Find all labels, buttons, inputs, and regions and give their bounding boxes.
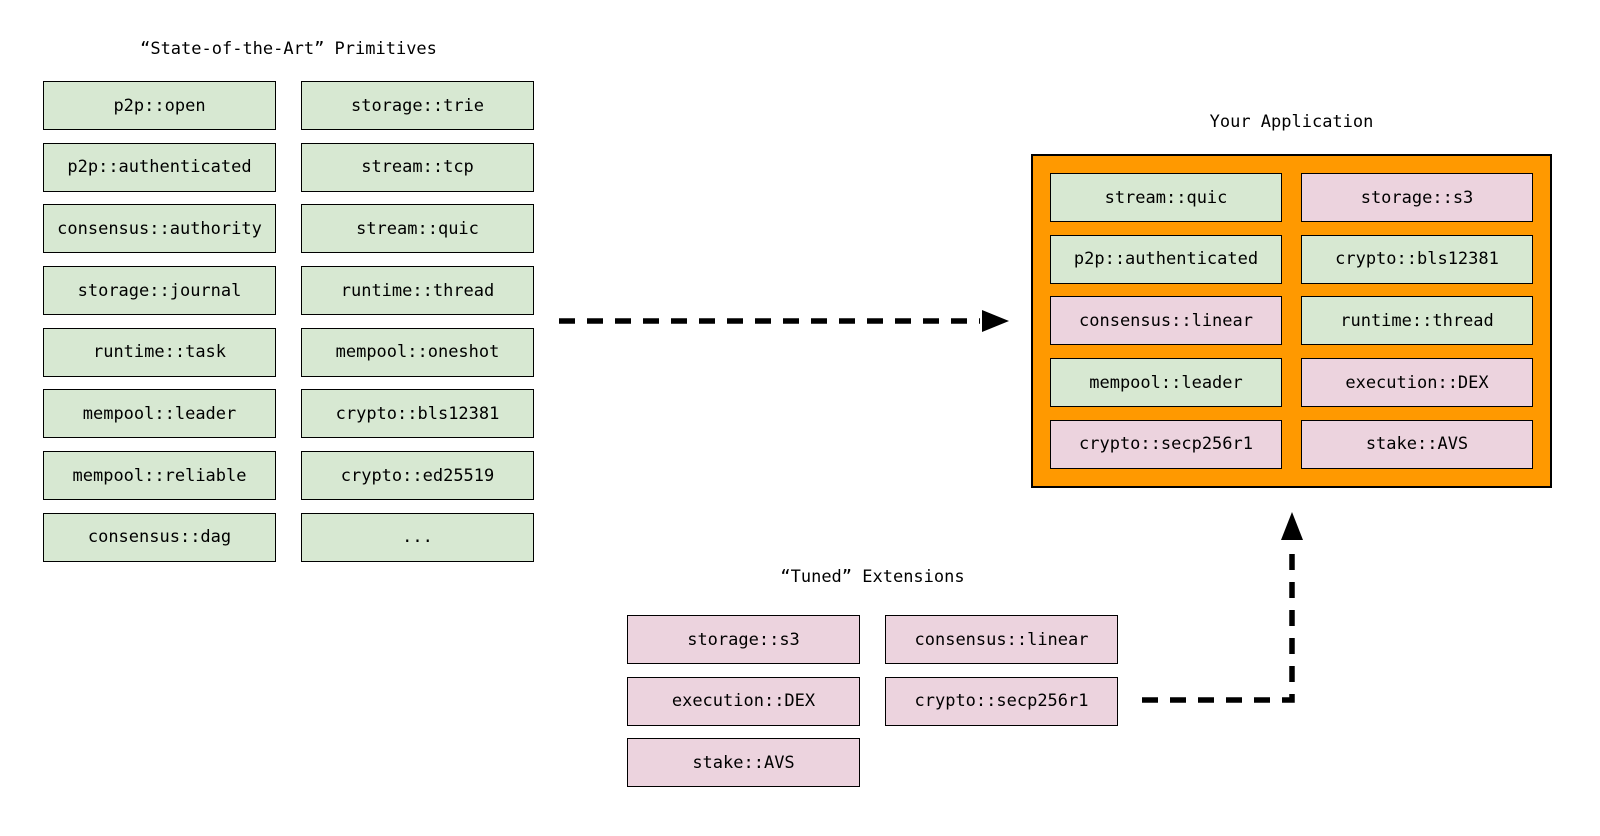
application-box: stake::AVS (1301, 419, 1533, 469)
application-box: stream::quic (1050, 173, 1282, 222)
primitive-box: runtime::thread (301, 266, 534, 316)
application-box-label: crypto::bls12381 (1335, 249, 1499, 270)
primitives-to-application-arrowhead-icon (982, 310, 1009, 332)
primitive-box-label: consensus::dag (87, 527, 232, 548)
extension-box-label: consensus::linear (914, 629, 1089, 650)
application-box: p2p::authenticated (1050, 234, 1282, 284)
primitives-title: “State-of-the-Art” Primitives (140, 39, 437, 59)
extension-box: crypto::secp256r1 (885, 676, 1118, 726)
primitive-box-label: ... (402, 527, 433, 548)
application-box-label: stream::quic (1104, 187, 1228, 208)
primitive-box: p2p::open (43, 81, 276, 130)
primitive-box-label: mempool::reliable (72, 465, 247, 486)
primitive-box-label: stream::quic (356, 218, 479, 239)
primitive-box-label: crypto::ed25519 (340, 465, 495, 486)
application-box-label: consensus::linear (1079, 310, 1253, 331)
primitive-box: p2p::authenticated (43, 142, 276, 192)
application-box: storage::s3 (1301, 173, 1533, 222)
primitive-box-label: storage::trie (350, 95, 485, 116)
primitive-box: consensus::dag (43, 512, 276, 562)
primitive-box-label: p2p::open (113, 95, 206, 116)
primitive-box: ... (301, 512, 534, 562)
application-box: crypto::bls12381 (1301, 234, 1533, 284)
primitive-box-label: mempool::leader (82, 403, 237, 424)
primitive-box: consensus::authority (43, 204, 276, 254)
primitive-box-label: runtime::task (92, 342, 227, 363)
primitive-box: mempool::leader (43, 389, 276, 439)
primitive-box-label: consensus::authority (57, 218, 262, 239)
extensions-to-application-arrow (1142, 512, 1303, 703)
extensions-to-application-arrow-line (1142, 542, 1295, 703)
primitive-box: stream::tcp (301, 142, 534, 192)
primitive-box: mempool::reliable (43, 451, 276, 501)
application-box: runtime::thread (1301, 296, 1533, 346)
extension-box: stake::AVS (627, 738, 860, 788)
application-title: Your Application (1209, 112, 1374, 132)
primitive-box-label: storage::journal (77, 280, 242, 301)
application-box-label: mempool::leader (1089, 372, 1243, 393)
primitive-box-label: crypto::bls12381 (335, 403, 500, 424)
extension-box: consensus::linear (885, 615, 1118, 664)
extension-box: storage::s3 (627, 615, 860, 664)
primitive-box: crypto::bls12381 (301, 389, 534, 439)
application-box: execution::DEX (1301, 358, 1533, 408)
primitive-box: storage::journal (43, 266, 276, 316)
primitive-box-label: p2p::authenticated (67, 157, 252, 178)
primitive-box: storage::trie (301, 81, 534, 130)
extensions-title: “Tuned” Extensions (780, 567, 965, 587)
primitive-box: crypto::ed25519 (301, 451, 534, 501)
application-box-label: stake::AVS (1365, 434, 1469, 455)
extensions-to-application-arrowhead-icon (1281, 512, 1303, 540)
extension-box-label: crypto::secp256r1 (914, 691, 1089, 712)
primitives-to-application-arrow (559, 310, 1009, 332)
extension-box-label: execution::DEX (671, 691, 816, 712)
primitive-box: mempool::oneshot (301, 327, 534, 377)
extension-box: execution::DEX (627, 676, 860, 726)
primitive-box-label: runtime::thread (340, 280, 495, 301)
primitive-box: stream::quic (301, 204, 534, 254)
primitive-box-label: mempool::oneshot (335, 342, 500, 363)
application-box: mempool::leader (1050, 358, 1282, 408)
application-box-label: runtime::thread (1340, 310, 1494, 331)
extension-box-label: stake::AVS (692, 752, 795, 773)
application-box: consensus::linear (1050, 296, 1282, 346)
application-box-label: p2p::authenticated (1073, 249, 1259, 270)
primitive-box-label: stream::tcp (361, 157, 474, 178)
extension-box-label: storage::s3 (687, 629, 800, 650)
application-box-label: execution::DEX (1345, 372, 1489, 393)
application-box-label: crypto::secp256r1 (1079, 434, 1253, 455)
primitive-box: runtime::task (43, 327, 276, 377)
application-box: crypto::secp256r1 (1050, 419, 1282, 469)
application-box-label: storage::s3 (1360, 187, 1474, 208)
